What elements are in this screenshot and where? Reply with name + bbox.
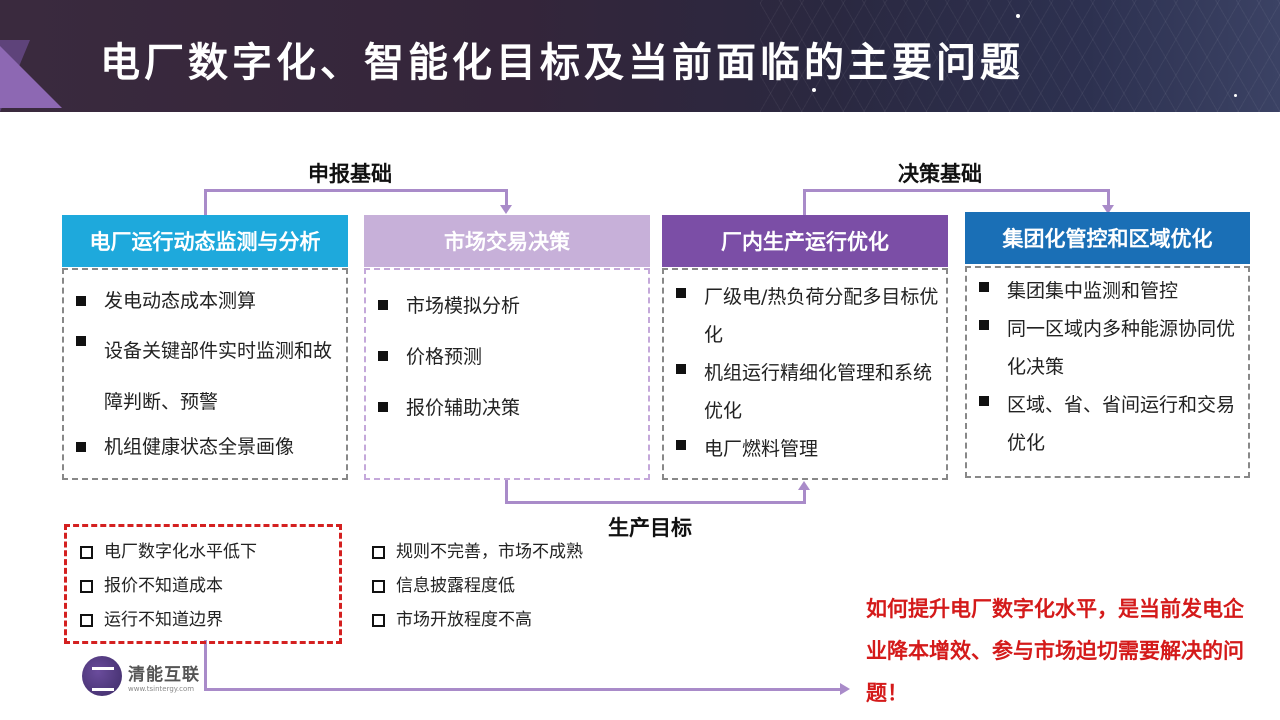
connector-line <box>803 189 806 216</box>
column-heading-monitoring: 电厂运行动态监测与分析 <box>62 215 348 267</box>
list-item: 市场模拟分析 <box>366 290 648 322</box>
problem-item: 运行不知道边界 <box>68 603 257 637</box>
connector-line <box>204 688 842 691</box>
list-item: 机组健康状态全景画像 <box>64 432 346 462</box>
logo-url: www.tsintergy.com <box>128 684 195 693</box>
column-box-monitoring: 发电动态成本测算 设备关键部件实时监测和故障判断、预警 机组健康状态全景画像 <box>62 268 348 480</box>
banner-dot <box>1234 94 1237 97</box>
header-banner: 电厂数字化、智能化目标及当前面临的主要问题 <box>0 0 1280 112</box>
banner-decoration-triangle <box>0 46 62 108</box>
problem-item: 信息披露程度低 <box>360 569 583 603</box>
list-item: 集团集中监测和管控 <box>967 272 1248 310</box>
page-title: 电厂数字化、智能化目标及当前面临的主要问题 <box>100 40 1024 86</box>
problem-box-plant <box>64 524 342 644</box>
connector-line <box>1107 189 1110 206</box>
connector-line <box>505 501 806 504</box>
arrow-right-icon <box>840 683 850 695</box>
logo-name: 清能互联 <box>128 664 200 685</box>
list-item: 设备关键部件实时监测和故障判断、预警 <box>64 326 346 428</box>
logo-icon <box>82 656 122 696</box>
column-heading-group-control: 集团化管控和区域优化 <box>965 212 1250 264</box>
connector-line <box>803 189 1110 192</box>
list-item: 机组运行精细化管理和系统优化 <box>664 354 946 430</box>
connector-line <box>204 189 207 216</box>
connector-line <box>204 640 207 691</box>
problem-item: 电厂数字化水平低下 <box>68 535 257 569</box>
list-item: 区域、省、省间运行和交易优化 <box>967 386 1248 462</box>
banner-mesh-pattern <box>760 0 1280 112</box>
list-item: 报价辅助决策 <box>366 392 648 424</box>
problem-item: 市场开放程度不高 <box>360 603 583 637</box>
list-item: 厂级电/热负荷分配多目标优化 <box>664 278 946 354</box>
label-decision-basis: 决策基础 <box>898 162 982 186</box>
connector-line <box>505 480 508 504</box>
banner-dot <box>812 88 816 92</box>
list-item: 电厂燃料管理 <box>664 430 946 468</box>
connector-line <box>204 189 508 192</box>
problem-item: 规则不完善，市场不成熟 <box>360 535 583 569</box>
list-item: 价格预测 <box>366 341 648 373</box>
company-logo: 清能互联 www.tsintergy.com <box>82 656 200 696</box>
column-heading-market: 市场交易决策 <box>364 215 650 267</box>
problem-list-plant: 电厂数字化水平低下 报价不知道成本 运行不知道边界 <box>68 535 257 637</box>
list-item: 同一区域内多种能源协同优化决策 <box>967 310 1248 386</box>
list-item: 发电动态成本测算 <box>64 286 346 316</box>
column-box-plant-optimization: 厂级电/热负荷分配多目标优化 机组运行精细化管理和系统优化 电厂燃料管理 <box>662 268 948 480</box>
connector-line <box>803 490 806 504</box>
column-box-market: 市场模拟分析 价格预测 报价辅助决策 <box>364 268 650 480</box>
arrow-down-icon <box>1102 205 1114 214</box>
label-production-goal: 生产目标 <box>608 516 692 540</box>
arrow-up-icon <box>798 481 810 490</box>
label-report-basis: 申报基础 <box>308 162 392 186</box>
conclusion-text: 如何提升电厂数字化水平，是当前发电企业降本增效、参与市场迫切需要解决的问题！ <box>866 597 1244 705</box>
column-box-group-control: 集团集中监测和管控 同一区域内多种能源协同优化决策 区域、省、省间运行和交易优化 <box>965 266 1250 478</box>
problem-item: 报价不知道成本 <box>68 569 257 603</box>
problem-list-market: 规则不完善，市场不成熟 信息披露程度低 市场开放程度不高 <box>360 535 583 637</box>
connector-line <box>505 189 508 206</box>
column-heading-plant-optimization: 厂内生产运行优化 <box>662 215 948 267</box>
arrow-down-icon <box>500 205 512 214</box>
banner-dot <box>1016 14 1020 18</box>
